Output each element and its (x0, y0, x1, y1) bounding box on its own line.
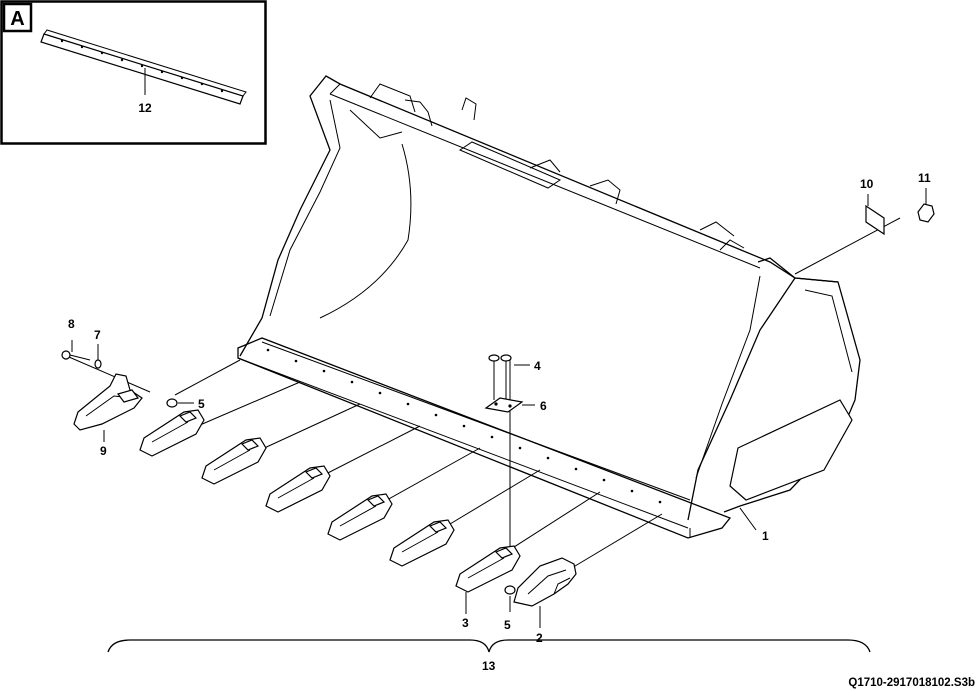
inset-detail-a: A 12 (0, 0, 267, 145)
bolt-pair-4 (488, 354, 530, 400)
cutting-edge-strip (40, 29, 247, 105)
drawing-code: Q1710-2917018102.S3b (848, 677, 975, 689)
callout-10: 10 (860, 177, 874, 191)
callout-6: 6 (540, 399, 547, 413)
bucket-tooth (389, 519, 455, 567)
bucket-tooth (139, 409, 205, 457)
bucket-tooth (265, 465, 331, 513)
washer-7 (94, 344, 102, 369)
callout-9: 9 (100, 444, 107, 458)
callout-8: 8 (68, 317, 75, 331)
callout-1: 1 (762, 529, 769, 543)
callout-13: 13 (482, 659, 496, 673)
corner-adapter-9 (73, 373, 143, 431)
explode-lines (61, 217, 901, 576)
callouts: 1 2 3 4 5 5 6 7 8 9 10 11 13 (68, 171, 931, 673)
bucket-tooth (327, 493, 393, 541)
callout-11: 11 (918, 171, 931, 185)
callout-5-bottom: 5 (504, 618, 511, 632)
tooth-row (73, 373, 577, 607)
nut-5-left (166, 398, 194, 408)
bucket-tooth (201, 437, 267, 485)
shim-10 (865, 194, 885, 236)
assembly-brace (107, 639, 871, 653)
nut-5-bottom (504, 585, 516, 612)
callout-7: 7 (94, 328, 101, 342)
pin-11 (917, 188, 935, 223)
callout-3: 3 (462, 616, 469, 630)
tooth-adapter-2 (513, 557, 577, 607)
hardware (61, 188, 935, 628)
bucket-tooth-3 (455, 545, 521, 593)
inset-letter: A (10, 8, 24, 30)
bucket-body (237, 75, 861, 539)
callout-5-left: 5 (198, 397, 205, 411)
callout-4: 4 (534, 359, 541, 373)
callout-12: 12 (138, 101, 152, 115)
washer-plate-6 (484, 397, 535, 413)
callout-2: 2 (536, 631, 543, 645)
bolt-8 (61, 340, 91, 361)
